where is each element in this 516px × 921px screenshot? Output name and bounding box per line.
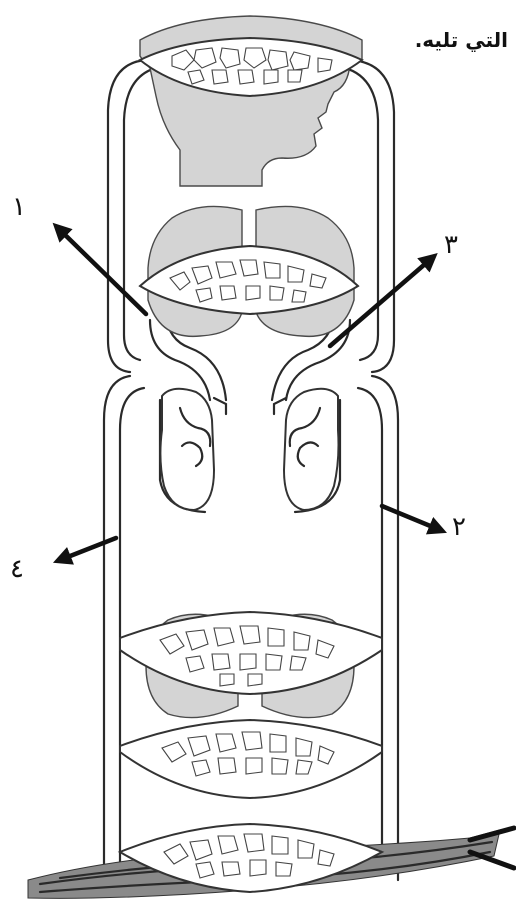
label-3: ٣ (444, 230, 458, 260)
label-4: ٤ (10, 554, 24, 584)
label-1: ١ (12, 192, 26, 222)
muscle-icon (28, 824, 514, 898)
arrow-2 (382, 506, 440, 530)
lower-capillary-bed (120, 720, 382, 798)
lungs-icon (140, 206, 358, 336)
heart-icon (160, 389, 338, 510)
kidneys-icon (120, 612, 382, 718)
head-silhouette-icon (140, 16, 362, 186)
arrow-4 (60, 538, 116, 560)
label-2: ٢ (452, 512, 466, 542)
arrow-1 (58, 228, 146, 314)
